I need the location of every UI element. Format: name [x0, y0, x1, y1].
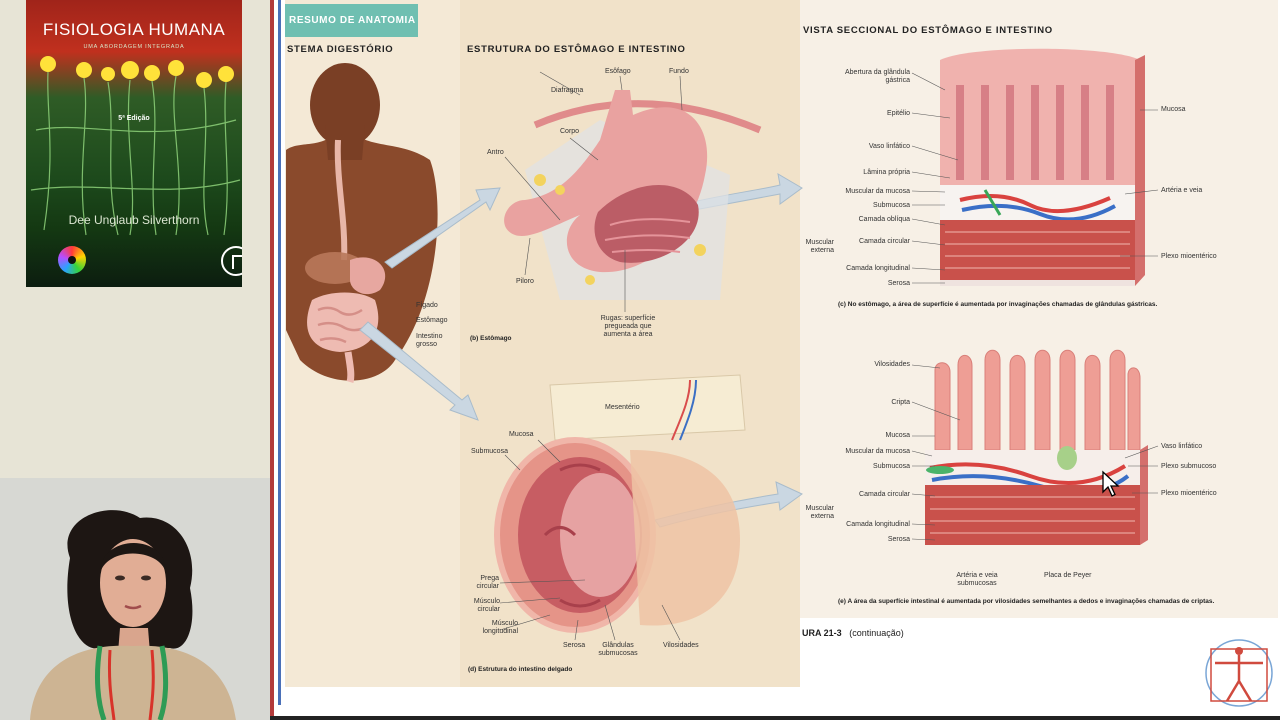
label-stomach: Estômago [416, 317, 448, 324]
label-villi-section: Vilosidades [874, 361, 910, 368]
label-liver: Fígado [416, 302, 438, 309]
label-lymph-vessel: Vaso linfático [868, 143, 910, 150]
caption-intestine-section: (e) A área da superfície intestinal é au… [838, 598, 1215, 605]
figure-number: URA 21-3 (continuação) [802, 628, 904, 638]
stomach-illustration [504, 90, 762, 300]
label-longitudinal-muscle: Músculo longitudinal [482, 620, 518, 635]
label-esophagus: Esôfago [605, 68, 631, 75]
human-torso-illustration [286, 63, 438, 383]
label-serosa-intestine: Serosa [887, 536, 910, 543]
label-submucosa-intestine: Submucosa [873, 463, 910, 470]
label-mucosa: Mucosa [509, 431, 534, 438]
section-banner: RESUMO DE ANATOMIA [285, 4, 418, 37]
presenter-video [0, 478, 270, 720]
book-title: FISIOLOGIA HUMANA [42, 20, 226, 39]
slide-edge-red [270, 0, 274, 720]
label-circular-layer-intestine: Camada circular [859, 491, 910, 498]
label-artery-vein: Artéria e veia [1161, 187, 1203, 194]
label-submucosa-stomach: Submucosa [873, 202, 910, 209]
label-muscularis-mucosa: Muscular da mucosa [845, 188, 910, 195]
slide-edge-blue [278, 0, 281, 705]
label-fundus: Fundo [669, 68, 689, 75]
heading-digestive-system: STEMA DIGESTÓRIO [287, 44, 394, 55]
label-mesentery: Mesentério [605, 404, 640, 411]
label-myenteric-plexus-stomach: Plexo mioentérico [1161, 253, 1217, 260]
mouse-cursor-icon [1102, 470, 1120, 497]
webcam-feed [0, 478, 270, 720]
book-cover: FISIOLOGIA HUMANA UMA ABORDAGEM INTEGRAD… [26, 0, 242, 287]
label-serosa: Serosa [563, 642, 586, 649]
label-submucosal-glands: Glândulas submucosas [598, 642, 638, 657]
label-oblique-layer: Camada oblíqua [858, 216, 910, 223]
publisher-logo-icon [221, 246, 242, 276]
label-myenteric-plexus-intestine: Plexo mioentérico [1161, 490, 1217, 497]
book-subtitle: UMA ABORDAGEM INTEGRADA [83, 44, 185, 50]
label-muscularis-externa-intestine: Muscular externa [805, 505, 834, 520]
label-villi: Vilosidades [663, 642, 699, 649]
vitruvian-logo-icon [1205, 639, 1273, 707]
slide-bottom-bar [270, 716, 1280, 720]
label-lamina-propria: Lâmina própria [863, 169, 910, 176]
label-longitudinal-layer-intestine: Camada longitudinal [846, 521, 910, 528]
figure-number-text: URA 21-3 [802, 628, 842, 638]
label-mucosa-intestine: Mucosa [885, 432, 910, 439]
label-serosa-stomach: Serosa [887, 280, 910, 287]
caption-stomach: (b) Estômago [470, 335, 512, 342]
book-edition: 5ª Edição [118, 115, 150, 122]
label-submucosal-plexus: Plexo submucoso [1161, 463, 1217, 470]
heading-structure: ESTRUTURA DO ESTÔMAGO E INTESTINO [467, 44, 686, 55]
label-peyer-patch: Placa de Peyer [1044, 572, 1092, 579]
label-body: Corpo [560, 128, 580, 135]
label-mucosa-stomach: Mucosa [1161, 106, 1186, 113]
label-epithelium: Epitélio [887, 110, 910, 117]
heading-sectional: VISTA SECCIONAL DO ESTÔMAGO E INTESTINO [803, 25, 1053, 36]
label-circular-muscle: Músculo circular [473, 598, 500, 613]
label-muscularis-externa-stomach: Muscular externa [805, 239, 834, 254]
label-diaphragm: Diafragma [551, 87, 584, 94]
small-intestine-illustration [494, 374, 746, 633]
leader-lines [499, 71, 1159, 641]
caption-stomach-section: (c) No estômago, a área de superfície é … [838, 301, 1158, 308]
label-gastric-gland-opening: Abertura da glândula gástrica [845, 69, 910, 84]
label-antrum: Antro [487, 149, 504, 156]
left-panel: FISIOLOGIA HUMANA UMA ABORDAGEM INTEGRAD… [0, 0, 270, 720]
label-circular-fold: Prega circular [476, 575, 499, 590]
label-large-intestine: Intestino grosso [416, 333, 443, 348]
label-lymph-vessel-intestine: Vaso linfático [1161, 443, 1203, 450]
neuron-illustration [30, 56, 241, 236]
label-submucosa: Submucosa [471, 448, 508, 455]
label-pylorus: Piloro [516, 278, 534, 285]
label-muscularis-mucosa-intestine: Muscular da mucosa [845, 448, 910, 455]
label-circular-layer-stomach: Camada circular [859, 238, 910, 245]
label-submucosal-artery-vein: Artéria e veia submucosas [956, 572, 998, 587]
stomach-wall-illustration [940, 48, 1145, 286]
label-crypt: Cripta [891, 399, 910, 406]
caption-small-intestine: (d) Estrutura do intestino delgado [468, 666, 573, 673]
label-rugae: Rugas: superfície pregueada que aumenta … [600, 315, 656, 338]
book-author: Dee Unglaub Silverthorn [68, 213, 200, 227]
intestine-wall-illustration [925, 349, 1148, 545]
label-longitudinal-layer-stomach: Camada longitudinal [846, 265, 910, 272]
cd-icon [58, 246, 86, 274]
figure-note: (continuação) [849, 628, 904, 638]
